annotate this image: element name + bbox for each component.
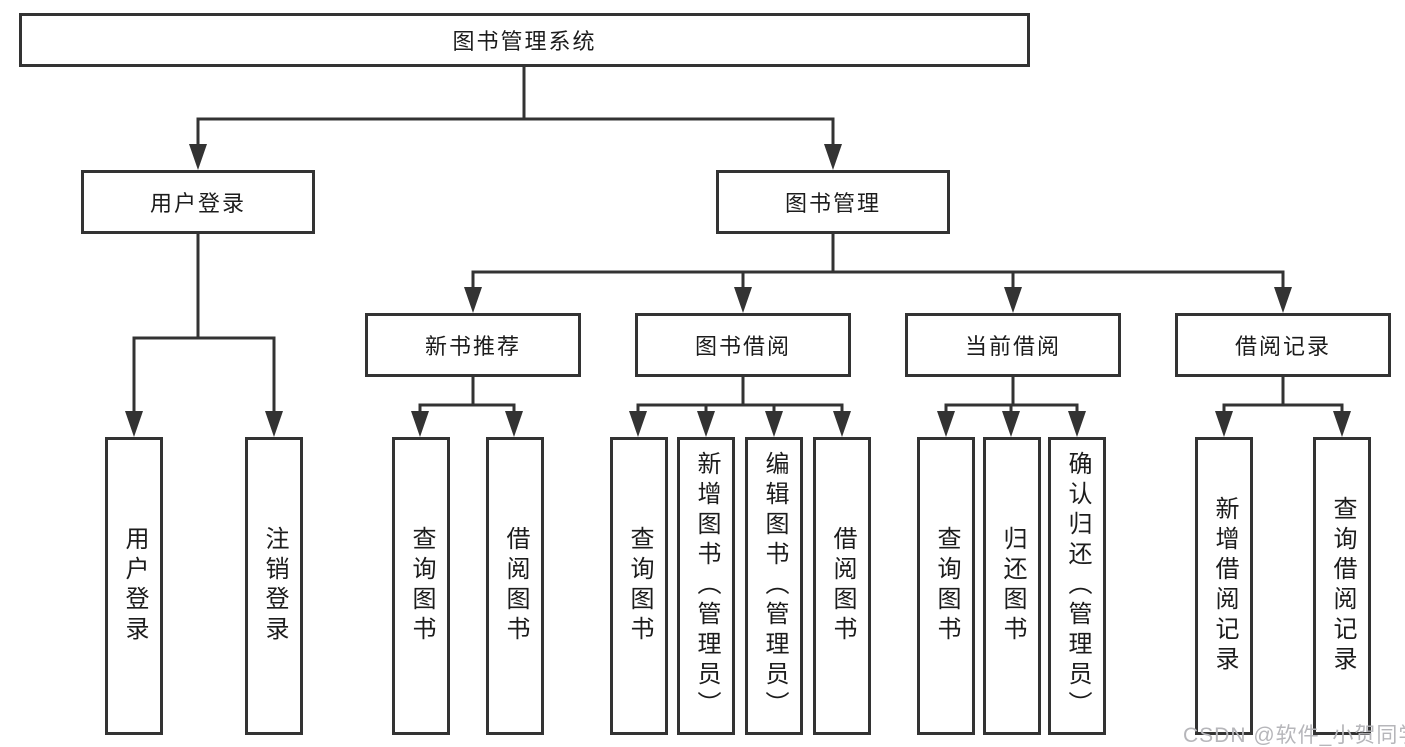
- leaf-return-book: 归还图书: [983, 437, 1041, 735]
- leaf-query-books-current: 查询图书: [917, 437, 975, 735]
- node-label: 查询图书: [626, 526, 653, 646]
- node-label: 查询借阅记录: [1329, 496, 1356, 676]
- node-current-borrow: 当前借阅: [905, 313, 1121, 377]
- leaf-edit-book-admin: 编辑图书（管理员）: [745, 437, 803, 735]
- node-label: 确认归还（管理员）: [1064, 451, 1091, 721]
- node-label: 新增借阅记录: [1211, 496, 1238, 676]
- leaf-user-login: 用户登录: [105, 437, 163, 735]
- node-label: 用户登录: [149, 191, 246, 216]
- node-label: 新书推荐: [424, 334, 521, 359]
- node-label: 图书管理系统: [452, 29, 597, 54]
- node-root: 图书管理系统: [19, 13, 1030, 67]
- arrowhead-icons: [125, 144, 1351, 437]
- watermark: CSDN @软件_小贺同学: [1183, 724, 1405, 747]
- leaf-query-books-borrow: 查询图书: [610, 437, 668, 735]
- node-label: 归还图书: [999, 526, 1026, 646]
- node-label: 当前借阅: [964, 334, 1061, 359]
- node-borrow-records: 借阅记录: [1175, 313, 1391, 377]
- node-label: 用户登录: [121, 526, 148, 646]
- node-label: 图书借阅: [694, 334, 791, 359]
- node-user-login: 用户登录: [81, 170, 315, 234]
- leaf-add-borrow-record: 新增借阅记录: [1195, 437, 1253, 735]
- node-label: 编辑图书（管理员）: [761, 451, 788, 721]
- leaf-confirm-return-admin: 确认归还（管理员）: [1048, 437, 1106, 735]
- node-label: 借阅图书: [829, 526, 856, 646]
- leaf-query-borrow-record: 查询借阅记录: [1313, 437, 1371, 735]
- node-book-borrow: 图书借阅: [635, 313, 851, 377]
- node-label: 借阅记录: [1234, 334, 1331, 359]
- node-label: 查询图书: [933, 526, 960, 646]
- leaf-borrow-books: 借阅图书: [813, 437, 871, 735]
- leaf-add-book-admin: 新增图书（管理员）: [677, 437, 735, 735]
- leaf-logout: 注销登录: [245, 437, 303, 735]
- leaf-query-books-recommend: 查询图书: [392, 437, 450, 735]
- node-label: 新增图书（管理员）: [693, 451, 720, 721]
- node-book-management: 图书管理: [716, 170, 950, 234]
- node-label: 图书管理: [784, 191, 881, 216]
- node-label: 查询图书: [408, 526, 435, 646]
- node-label: 借阅图书: [502, 526, 529, 646]
- leaf-borrow-books-recommend: 借阅图书: [486, 437, 544, 735]
- node-label: 注销登录: [261, 526, 288, 646]
- node-new-book-recommend: 新书推荐: [365, 313, 581, 377]
